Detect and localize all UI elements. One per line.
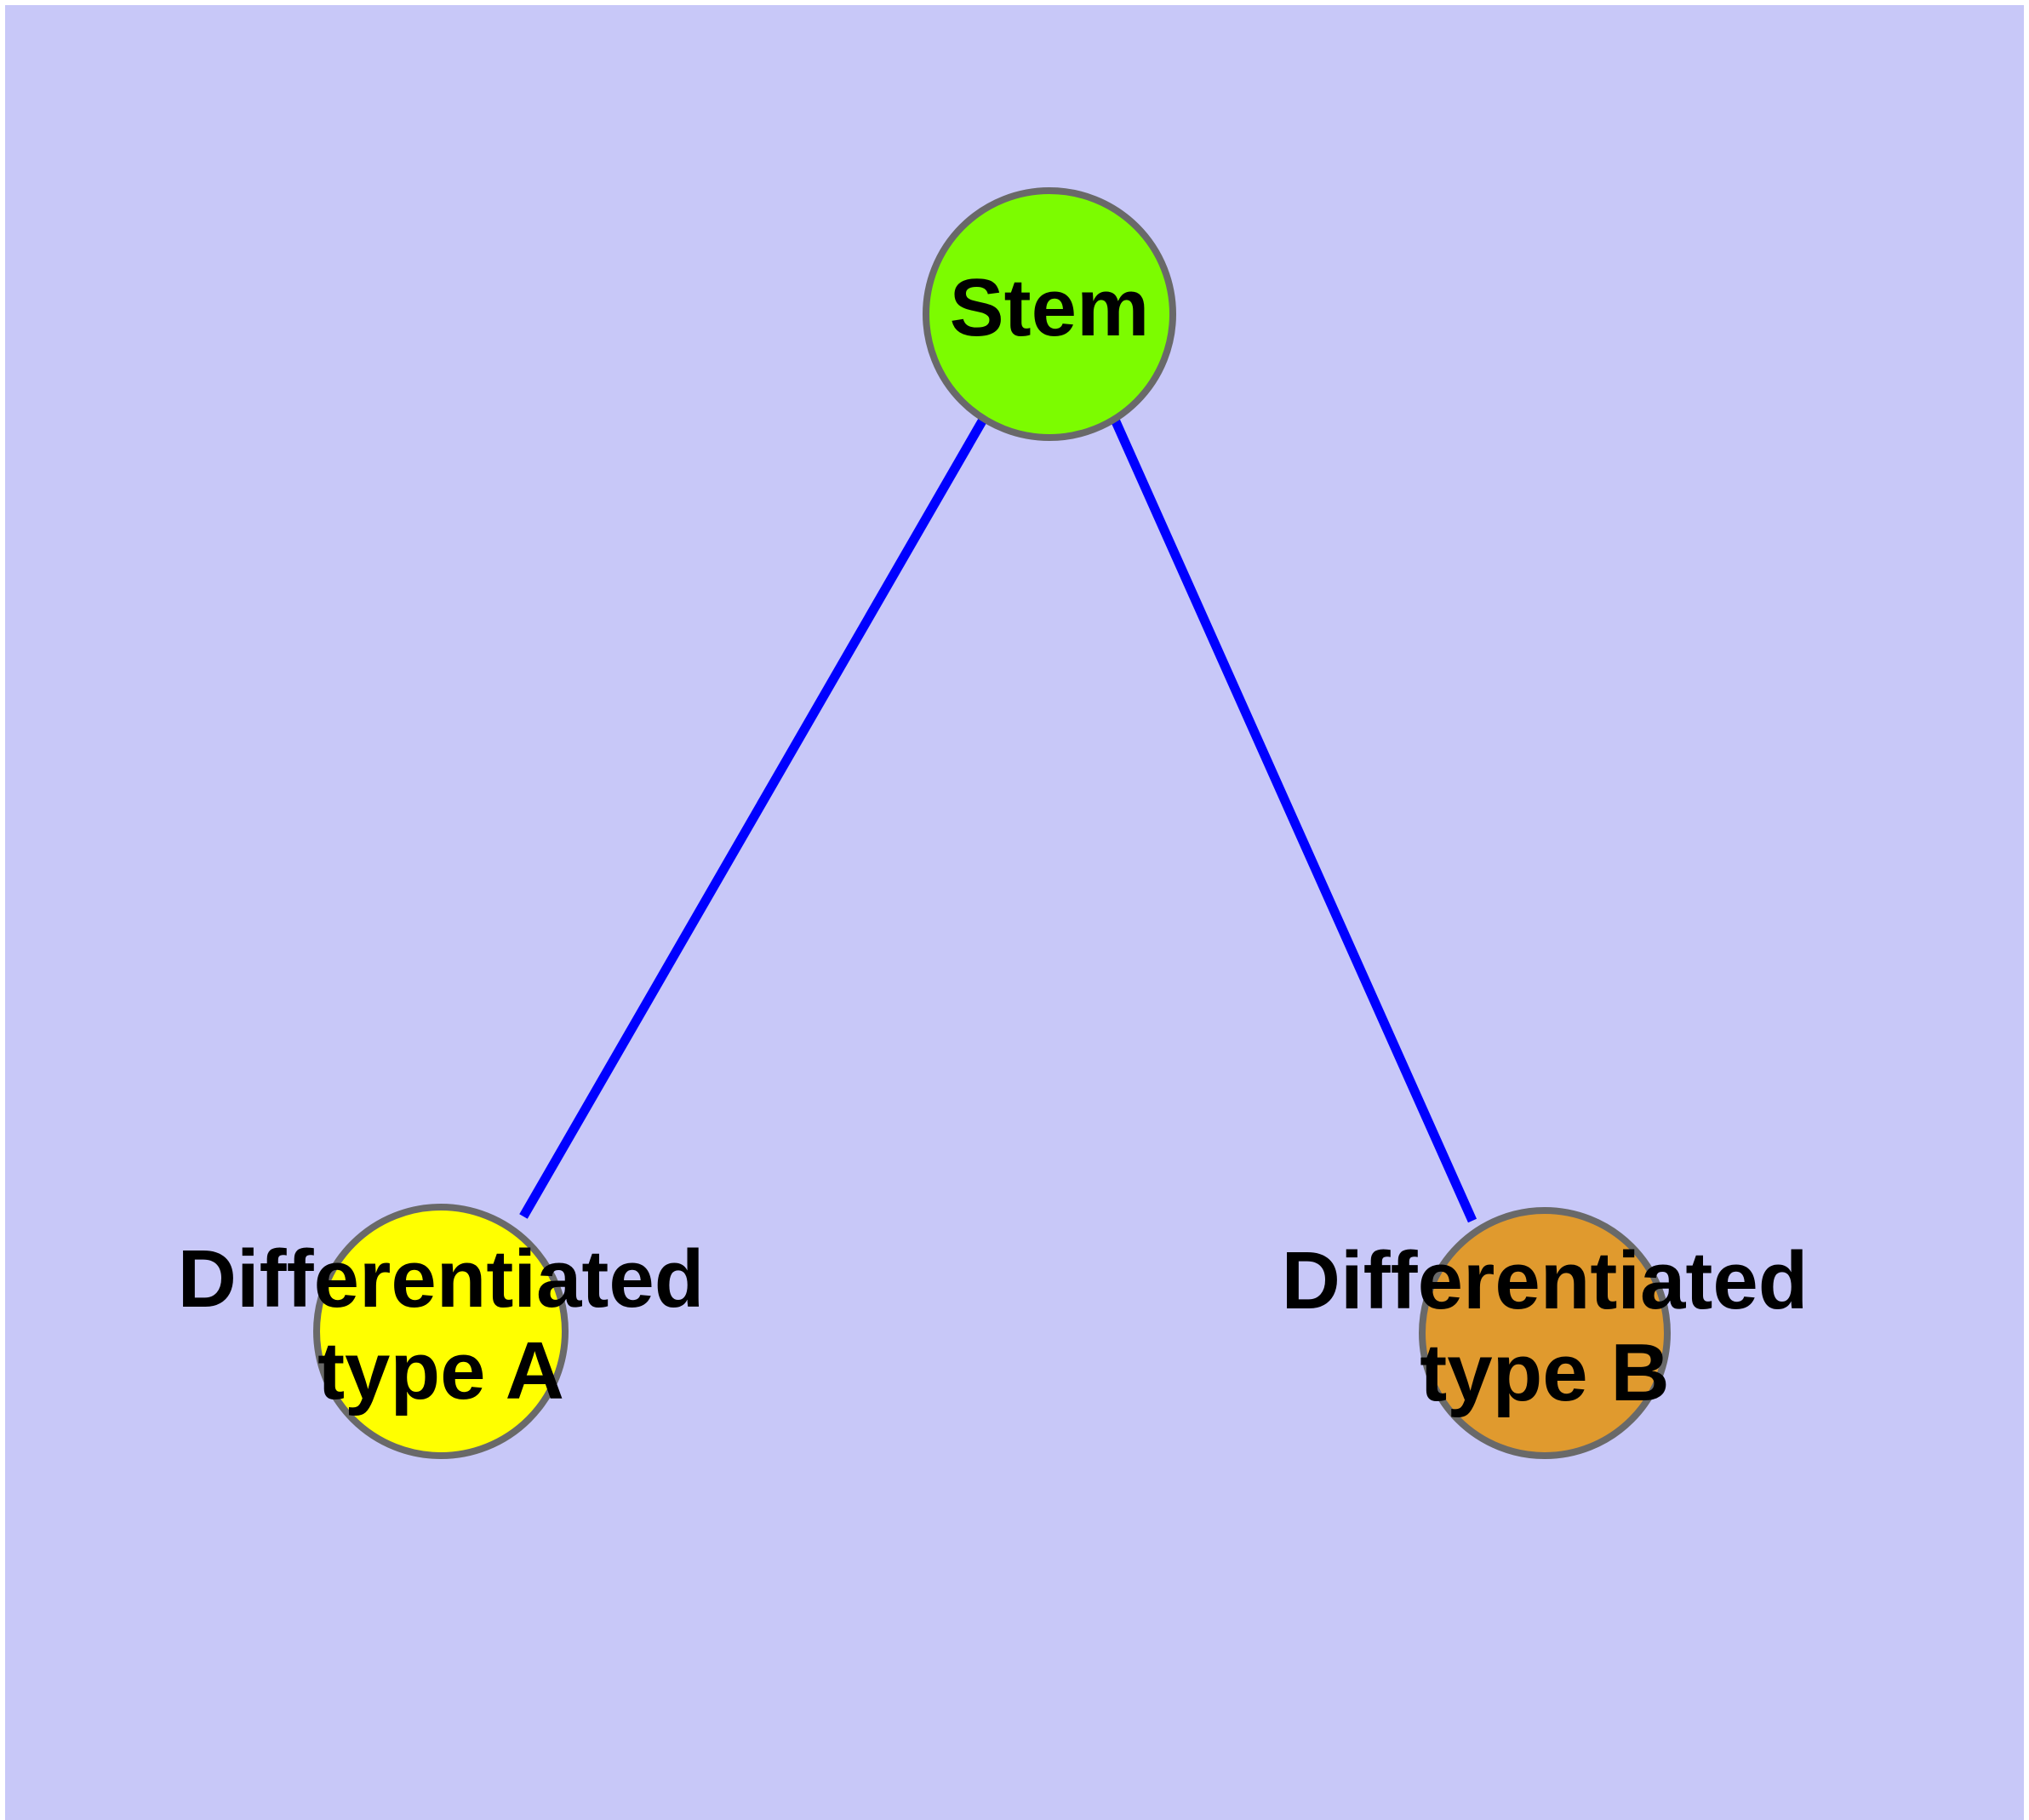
node-stem-circle[interactable] <box>923 187 1176 441</box>
label-line: type B <box>1420 1327 1669 1418</box>
label-line: Differentiated <box>178 1234 705 1325</box>
edges-layer <box>519 417 1477 1223</box>
label-line: type A <box>317 1325 564 1417</box>
edge-stem-to-differentiated-type-b <box>1110 417 1477 1223</box>
node-differentiated-type-a-circle[interactable] <box>313 1204 569 1459</box>
nodes-layer <box>313 187 1671 1459</box>
label-line: Stem <box>950 262 1150 353</box>
node-stem-label: Stem <box>950 262 1150 353</box>
node-differentiated-type-b-circle[interactable] <box>1419 1207 1671 1459</box>
edge-stem-to-differentiated-type-a <box>519 417 987 1219</box>
label-line: Differentiated <box>1282 1236 1809 1327</box>
